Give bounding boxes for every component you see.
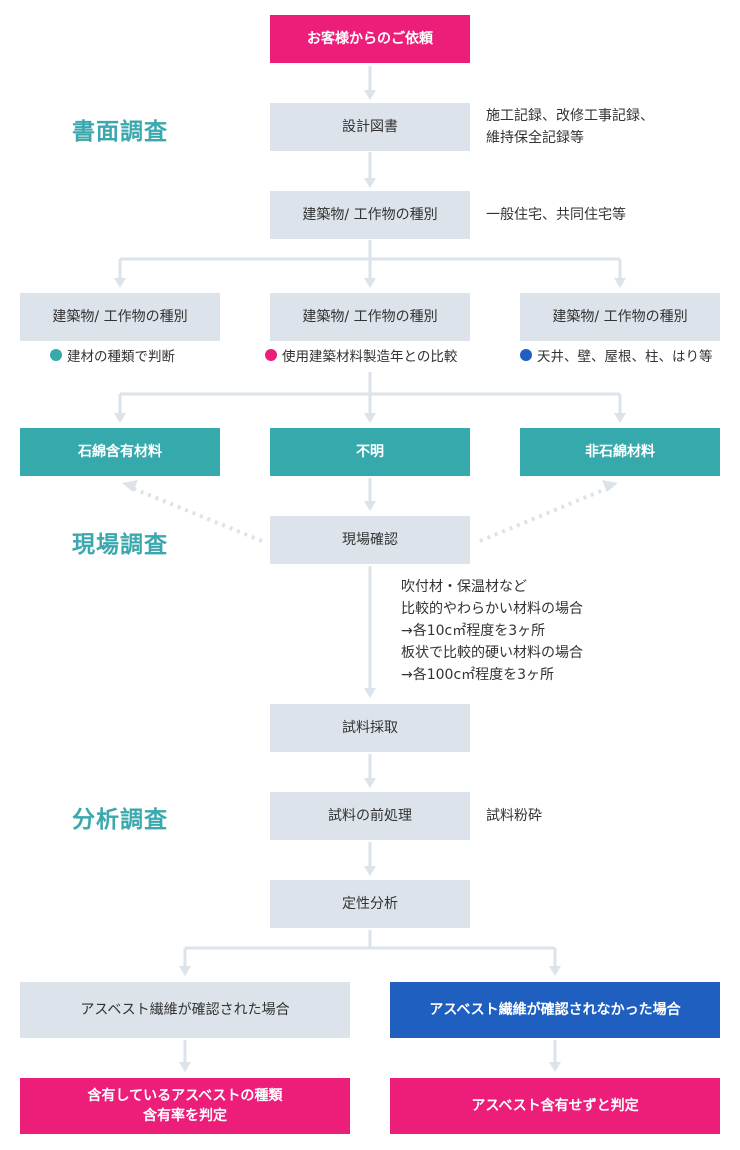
node-drawings: 設計図書 (270, 103, 470, 151)
note-sampling-line: 板状で比較的硬い材料の場合 (401, 645, 583, 661)
note-pretreatment: 試料粉砕 (486, 808, 542, 824)
criteria-center-label: 使用建築材料製造年との比較 (282, 349, 458, 365)
arrowhead (364, 278, 376, 288)
arrowhead (179, 966, 191, 976)
node-request: お客様からのご依頼 (270, 15, 470, 63)
node-sampling: 試料採取 (270, 704, 470, 752)
note-drawings: 施工記録、改修工事記録、 維持保全記録等 (486, 105, 654, 149)
pink-dot-icon (265, 349, 277, 361)
arrowhead (364, 178, 376, 188)
node-building-type: 建築物/ 工作物の種別 (270, 191, 470, 239)
criteria-center: 使用建築材料製造年との比較 (265, 345, 457, 365)
arrowhead (114, 413, 126, 423)
note-sampling-line: →各10c㎡程度を3ヶ所 (401, 623, 546, 639)
teal-dot-icon (50, 349, 62, 361)
section-label-onsite: 現場調査 (72, 532, 168, 558)
note-sampling-line: 比較的やわらかい材料の場合 (401, 601, 583, 617)
arrowhead (364, 866, 376, 876)
arrowhead (549, 966, 561, 976)
node-pretreatment: 試料の前処理 (270, 792, 470, 840)
criteria-left-label: 建材の種類で判断 (67, 349, 175, 365)
section-label-analysis: 分析調査 (72, 807, 168, 833)
criteria-right-label: 天井、壁、屋根、柱、はり等 (537, 349, 713, 365)
arrowhead (179, 1062, 191, 1072)
final-positive-line2: 含有率を判定 (143, 1108, 227, 1124)
node-result-non-asbestos: 非石綿材料 (520, 428, 720, 476)
arrowhead (122, 480, 138, 492)
final-positive-line1: 含有しているアスベストの種類 (87, 1087, 283, 1104)
node-branch-left: 建築物/ 工作物の種別 (20, 293, 220, 341)
arrowhead (602, 480, 618, 492)
arrowhead (614, 413, 626, 423)
node-branch-center: 建築物/ 工作物の種別 (270, 293, 470, 341)
arrowhead (364, 413, 376, 423)
arrowhead (364, 688, 376, 698)
arrowhead (549, 1062, 561, 1072)
arrowhead (364, 778, 376, 788)
node-branch-right: 建築物/ 工作物の種別 (520, 293, 720, 341)
blue-dot-icon (520, 349, 532, 361)
arrowhead (614, 278, 626, 288)
note-drawings-line2: 維持保全記録等 (486, 130, 584, 146)
note-building-type: 一般住宅、共同住宅等 (486, 207, 626, 223)
section-label-document: 書面調査 (72, 119, 168, 145)
node-confirmed: アスベスト繊維が確認された場合 (20, 982, 350, 1038)
node-site-check: 現場確認 (270, 516, 470, 564)
node-qualitative: 定性分析 (270, 880, 470, 928)
note-sampling-line: →各100c㎡程度を3ヶ所 (401, 667, 555, 683)
note-sampling-line: 吹付材・保温材など (401, 579, 527, 595)
criteria-left: 建材の種類で判断 (50, 345, 175, 365)
arrowhead (114, 278, 126, 288)
node-final-negative: アスベスト含有せずと判定 (390, 1078, 720, 1134)
node-result-unknown: 不明 (270, 428, 470, 476)
dotted-arrow-right (479, 486, 609, 543)
criteria-right: 天井、壁、屋根、柱、はり等 (520, 345, 713, 365)
arrowhead (364, 501, 376, 511)
note-sampling: 吹付材・保温材など 比較的やわらかい材料の場合 →各10c㎡程度を3ヶ所 板状で… (401, 576, 583, 686)
arrowhead (364, 90, 376, 100)
node-not-confirmed: アスベスト繊維が確認されなかった場合 (390, 982, 720, 1038)
node-final-positive: 含有しているアスベストの種類 含有率を判定 (20, 1078, 350, 1134)
node-result-asbestos: 石綿含有材料 (20, 428, 220, 476)
note-drawings-line1: 施工記録、改修工事記録、 (486, 108, 654, 124)
